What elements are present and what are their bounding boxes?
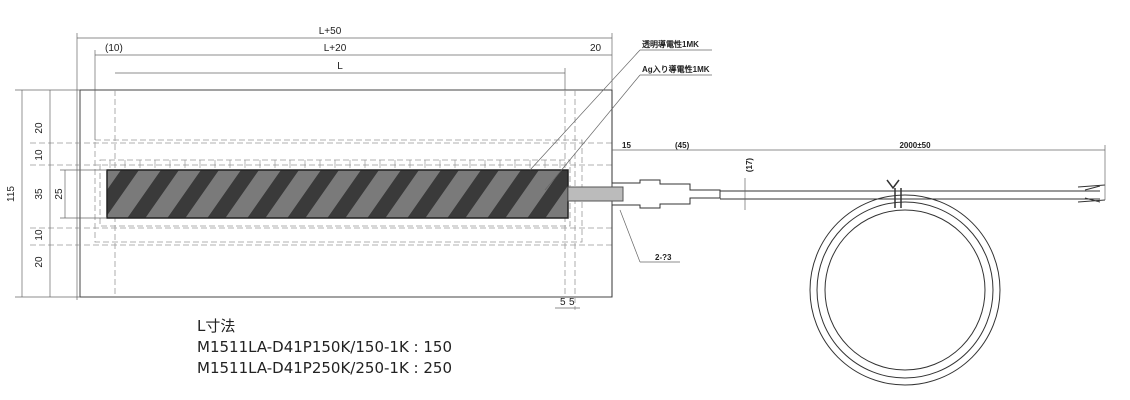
dimension-lines (15, 33, 1106, 309)
dim-115: 115 (6, 186, 17, 202)
dim-15: 15 (622, 141, 631, 150)
dim-l-plus-50: L+50 (319, 26, 342, 37)
dim-10-bottom: 10 (34, 229, 45, 241)
grid-ticks (109, 160, 561, 168)
dim-l-plus-20: L+20 (324, 43, 347, 54)
callout-transparent-conductive: 透明導電性1MK (642, 39, 699, 49)
dim-cable-length: 2000±50 (899, 141, 931, 150)
dim-10-top: 10 (34, 149, 45, 161)
dim-10: (10) (105, 43, 123, 54)
heater-element (106, 169, 569, 219)
dim-25: 25 (54, 188, 65, 200)
dim-20-top: 20 (34, 122, 45, 134)
dim-35: 35 (34, 188, 45, 200)
l-dimension-notes: L寸法 M1511LA-D41P150K/150-1K : 150 M1511L… (197, 316, 452, 379)
dim-20-bottom: 20 (34, 256, 45, 268)
dim-20-right: 20 (590, 43, 602, 54)
dim-5-a: 5 (560, 297, 566, 308)
callout-ag-conductive: Ag入り導電性1MK (642, 64, 710, 74)
notes-line-150: M1511LA-D41P150K/150-1K : 150 (197, 338, 453, 356)
dim-holes: 2-?3 (655, 253, 672, 262)
dim-l: L (337, 61, 343, 72)
dimension-labels: L+50 (10) L+20 20 L 115 20 10 35 25 10 2… (6, 26, 931, 308)
lead-and-connector (567, 90, 1106, 386)
dim-17: (17) (745, 158, 754, 173)
dim-5-b: 5 (569, 297, 575, 308)
dim-45: (45) (675, 141, 690, 150)
notes-line-250: M1511LA-D41P250K/250-1K : 250 (197, 359, 453, 377)
notes-title: L寸法 (197, 317, 236, 335)
